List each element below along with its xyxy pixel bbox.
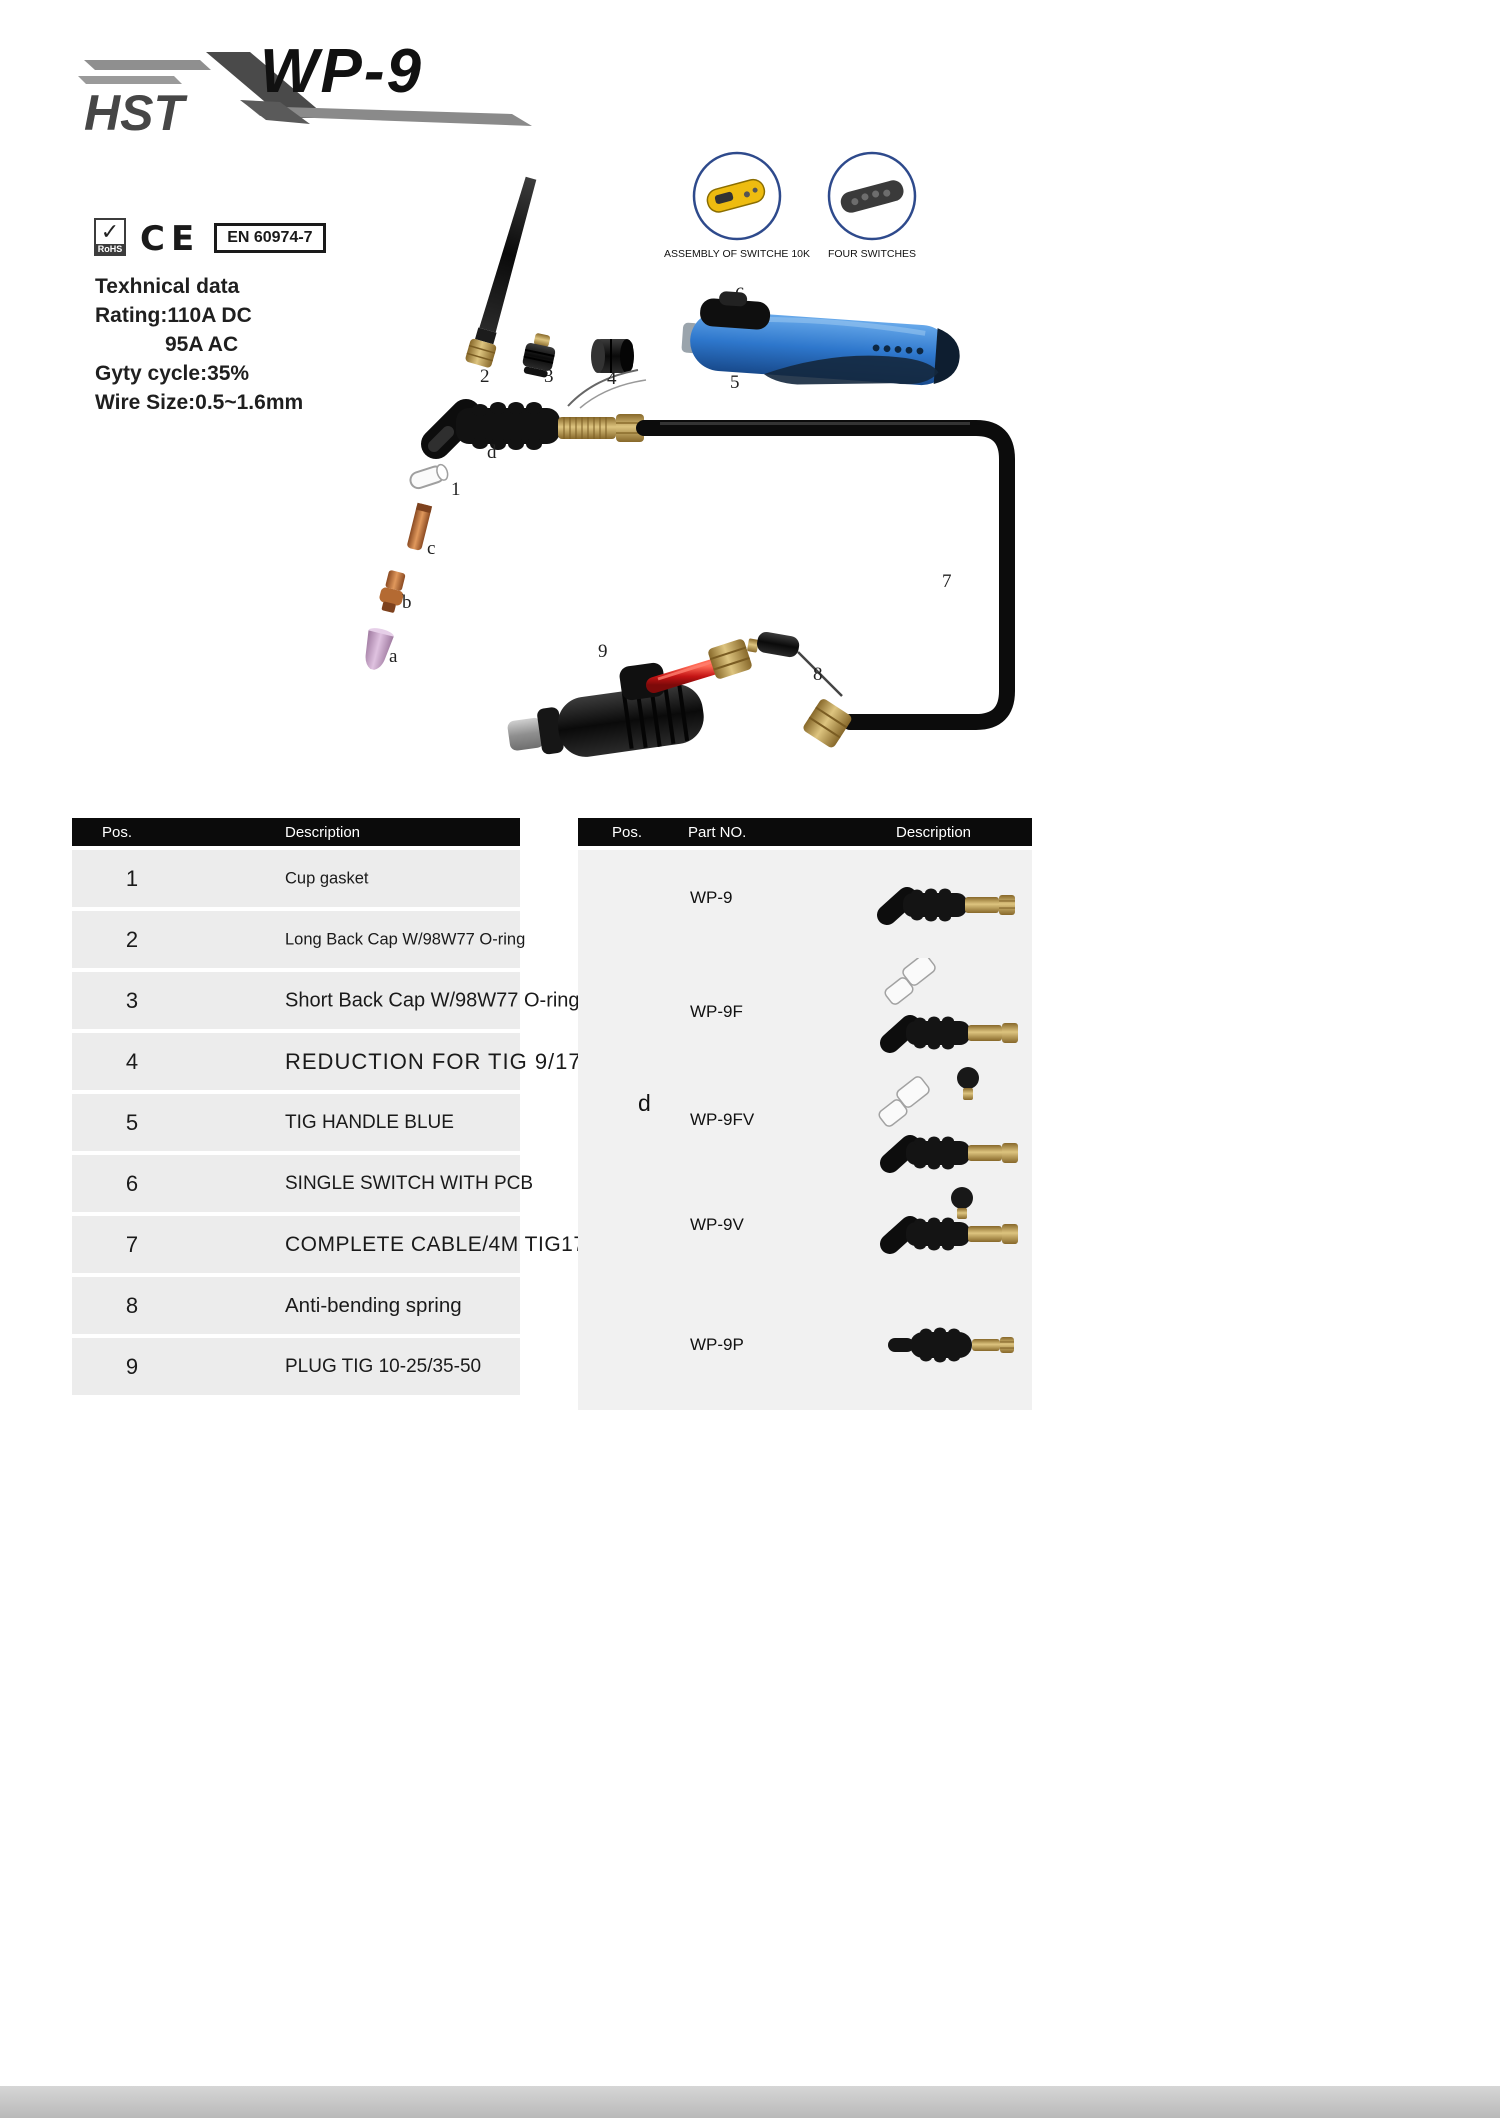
- diagram-label-2: 2: [480, 366, 490, 387]
- four-switches-label: FOUR SWITCHES: [827, 248, 917, 260]
- diagram-label-b: b: [402, 592, 412, 613]
- description-cell: Long Back Cap W/98W77 O-ring: [285, 930, 526, 948]
- page-title: WP-9: [260, 37, 423, 106]
- technical-data: Texhnical data Rating:110A DC 95A AC Gyt…: [95, 272, 303, 417]
- part-no-cell: WP-9V: [690, 1215, 744, 1234]
- variant-image-wp9fv: [878, 1067, 1018, 1173]
- collet-image: [407, 502, 433, 551]
- diagram-label-8: 8: [813, 664, 823, 685]
- brand-logo-graphic: HST: [78, 52, 328, 141]
- pos-cell: 8: [125, 1292, 139, 1318]
- parts-table-header: Pos. Description: [72, 818, 520, 846]
- table-row: 3 Short Back Cap W/98W77 O-ring: [72, 972, 580, 1029]
- plug-image: [507, 639, 752, 757]
- pos-cell: 7: [125, 1231, 139, 1257]
- tech-rating-ac: 95A AC: [165, 333, 239, 356]
- pos-cell: 3: [125, 987, 139, 1013]
- cable-image: [636, 420, 1015, 730]
- diagram-label-7: 7: [942, 571, 952, 592]
- part-no-cell: WP-9FV: [690, 1110, 755, 1129]
- rohs-checkmark: ✓: [100, 219, 120, 244]
- pos-cell: 4: [125, 1048, 139, 1074]
- variants-table-body: d WP-9 WP-9F: [578, 850, 1032, 1410]
- brand-logo: HST: [78, 46, 328, 146]
- switch-image: [700, 298, 771, 330]
- variant-image-wp9p: [888, 1327, 1014, 1363]
- switch-assembly-callout: ASSEMBLY OF SWITCHE 10K: [662, 150, 812, 260]
- variant-pos-label: d: [638, 1090, 651, 1116]
- description-cell: Short Back Cap W/98W77 O-ring: [285, 989, 580, 1011]
- title-underline-swoosh: [240, 100, 532, 126]
- description-cell: Cup gasket: [285, 869, 369, 887]
- four-switches-callout: FOUR SWITCHES: [797, 150, 947, 260]
- cup-gasket-image: [409, 463, 449, 490]
- anti-bend-spring-image: [747, 631, 852, 748]
- variants-table: Pos. Part NO. Description d WP-9 WP-9F: [578, 818, 1032, 1410]
- torch-body-image: [421, 369, 647, 459]
- switch-assembly-image: [692, 151, 782, 241]
- tech-heading: Texhnical data: [95, 275, 240, 298]
- variant-image-wp9v: [880, 1187, 1018, 1254]
- certifications: ✓ RoHS CE EN 60974-7: [94, 218, 326, 259]
- diagram-label-c: c: [427, 538, 436, 559]
- tech-wire-size: Wire Size:0.5~1.6mm: [95, 391, 304, 414]
- variant-image-wp9f: [880, 958, 1018, 1053]
- pos-cell: 6: [125, 1170, 139, 1196]
- table-row: 4 REDUCTION FOR TIG 9/17: [72, 1033, 581, 1090]
- pos-cell: 9: [125, 1353, 139, 1379]
- diagram-label-a: a: [389, 646, 398, 667]
- tech-duty-cycle: Gyty cycle:35%: [95, 362, 250, 385]
- collet-body-image: [379, 570, 406, 613]
- header-part-no: Part NO.: [688, 824, 747, 841]
- table-row: 5 TIG HANDLE BLUE: [72, 1094, 520, 1151]
- variant-image-wp9: [877, 887, 1015, 925]
- description-cell: Anti-bending spring: [285, 1293, 462, 1317]
- pos-cell: 1: [125, 865, 139, 891]
- exploded-diagram: [365, 176, 1015, 757]
- diagram-label-4: 4: [607, 368, 617, 389]
- table-row: 2 Long Back Cap W/98W77 O-ring: [72, 911, 525, 968]
- header-pos: Pos.: [612, 824, 643, 841]
- table-row: 6 SINGLE SWITCH WITH PCB: [72, 1155, 533, 1212]
- diagram-label-9: 9: [598, 641, 608, 662]
- tech-rating-dc: Rating:110A DC: [95, 304, 252, 327]
- description-cell: COMPLETE CABLE/4M TIG17: [285, 1232, 586, 1256]
- standard-code: EN 60974-7: [214, 223, 326, 253]
- header-pos: Pos.: [102, 824, 133, 841]
- ceramic-nozzle-image: [365, 628, 394, 670]
- pos-cell: 2: [125, 926, 139, 952]
- header-description: Description: [896, 824, 972, 841]
- table-row: 9 PLUG TIG 10-25/35-50: [72, 1338, 520, 1395]
- diagram-label-1: 1: [451, 479, 461, 500]
- description-cell: REDUCTION FOR TIG 9/17: [285, 1048, 582, 1074]
- table-row: 7 COMPLETE CABLE/4M TIG17: [72, 1216, 585, 1273]
- header-description: Description: [285, 824, 361, 841]
- footer-bar: [0, 2086, 1500, 2118]
- table-row: 1 Cup gasket: [72, 850, 520, 907]
- diagram-label-3: 3: [544, 366, 554, 387]
- description-cell: SINGLE SWITCH WITH PCB: [285, 1172, 534, 1194]
- part-no-cell: WP-9P: [690, 1335, 744, 1354]
- four-switches-image: [827, 151, 917, 241]
- parts-table: Pos. Description 1 Cup gasket 2 Long Bac…: [72, 818, 585, 1395]
- reduction-image: [591, 339, 634, 373]
- diagram-label-d: d: [487, 442, 497, 463]
- brand-text: HST: [84, 85, 188, 141]
- short-back-cap-image: [522, 333, 556, 378]
- ce-mark-icon: CE: [140, 219, 201, 259]
- handle-image: [681, 291, 960, 386]
- pos-cell: 5: [125, 1109, 139, 1135]
- description-cell: TIG HANDLE BLUE: [285, 1111, 454, 1133]
- rohs-icon: ✓ RoHS: [94, 218, 126, 256]
- diagram-label-5: 5: [730, 372, 740, 393]
- description-cell: PLUG TIG 10-25/35-50: [285, 1355, 482, 1377]
- switch-assembly-label: ASSEMBLY OF SWITCHE 10K: [663, 248, 811, 260]
- part-no-cell: WP-9F: [690, 1002, 743, 1021]
- long-back-cap-image: [465, 176, 537, 368]
- table-row: 8 Anti-bending spring: [72, 1277, 520, 1334]
- part-no-cell: WP-9: [690, 888, 733, 907]
- variants-table-header: Pos. Part NO. Description: [578, 818, 1032, 846]
- diagram-label-6: 6: [735, 284, 745, 305]
